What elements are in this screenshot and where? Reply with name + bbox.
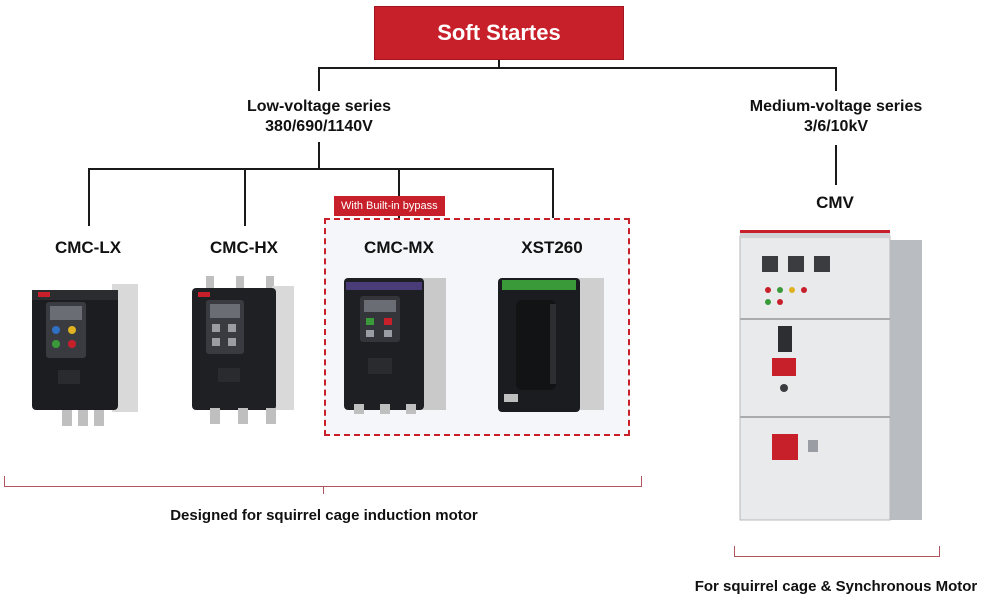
- model-label-xst: XST260: [521, 238, 583, 257]
- medium-voltage-label: Medium-voltage series 3/6/10kV: [726, 97, 946, 137]
- caption-low-voltage: Designed for squirrel cage induction mot…: [170, 507, 478, 524]
- bracket-low-center-tick: [323, 486, 324, 494]
- device-cmc-mx-image: [340, 272, 450, 418]
- device-cmc-lx-image: [28, 278, 142, 428]
- model-label-mx: CMC-MX: [364, 238, 434, 257]
- connector-top-horizontal: [318, 67, 837, 69]
- connector-low-horizontal: [88, 168, 554, 170]
- device-xst260-image: [494, 268, 608, 418]
- model-label-cmv: CMV: [816, 193, 854, 212]
- model-label-hx: CMC-HX: [210, 238, 278, 257]
- low-voltage-name: Low-voltage series: [246, 98, 392, 115]
- page-title: Soft Startes: [437, 20, 561, 45]
- caption-medium-voltage: For squirrel cage & Synchronous Motor: [694, 578, 978, 595]
- connector-lx: [88, 168, 90, 226]
- connector-to-medium: [835, 67, 837, 91]
- model-label-lx: CMC-LX: [54, 238, 122, 257]
- title-box: Soft Startes: [374, 6, 624, 60]
- connector-low-down: [318, 142, 320, 170]
- low-voltage-label: Low-voltage series 380/690/1140V: [219, 97, 419, 137]
- device-cmv-cabinet-image: [738, 226, 924, 522]
- medium-voltage-name: Medium-voltage series: [749, 98, 923, 115]
- connector-medium-down: [835, 145, 837, 185]
- low-voltage-range: 380/690/1140V: [265, 118, 373, 135]
- connector-to-low: [318, 67, 320, 91]
- connector-xst: [552, 168, 554, 226]
- device-cmc-hx-image: [188, 276, 298, 424]
- bypass-tag: With Built-in bypass: [334, 196, 445, 216]
- bracket-medium-voltage: [734, 546, 940, 557]
- connector-hx: [244, 168, 246, 226]
- medium-voltage-range: 3/6/10kV: [803, 118, 869, 135]
- connector-title-down: [498, 60, 500, 68]
